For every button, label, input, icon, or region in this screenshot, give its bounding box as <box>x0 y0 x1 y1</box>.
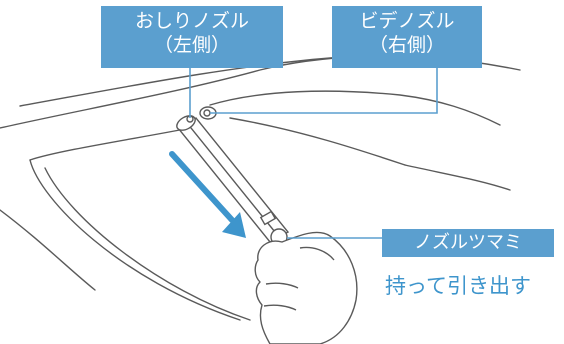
bowl-inner <box>44 167 251 321</box>
hand-icon <box>254 231 358 344</box>
leader-bidet <box>210 62 438 114</box>
oshiri-nozzle-label-line1: おしりノズル <box>134 10 249 32</box>
nozzle-knob-and-hand <box>254 228 358 344</box>
bowl-side <box>0 209 96 291</box>
bidet-nozzle-label: ビデノズル （右側） <box>332 6 482 68</box>
nozzle-tip-bidet <box>203 109 211 117</box>
seat-inner-curve <box>29 127 191 161</box>
oshiri-nozzle-label: おしりノズル （左側） <box>101 6 283 68</box>
nozzle-knob-label: ノズルツマミ <box>382 229 554 257</box>
housing-back <box>404 164 511 191</box>
oshiri-nozzle-label-line2: （左側） <box>153 34 230 56</box>
pull-direction-arrow <box>169 151 246 238</box>
housing-lower <box>229 117 406 166</box>
bowl-rim <box>29 159 241 321</box>
nozzle-housing <box>209 90 501 126</box>
bidet-nozzle-label-line2: （右側） <box>368 34 445 56</box>
nozzle-rod[interactable] <box>174 106 290 243</box>
instruction-text: 持って引き出す <box>385 274 531 298</box>
bidet-nozzle-label-line1: ビデノズル <box>359 10 455 32</box>
